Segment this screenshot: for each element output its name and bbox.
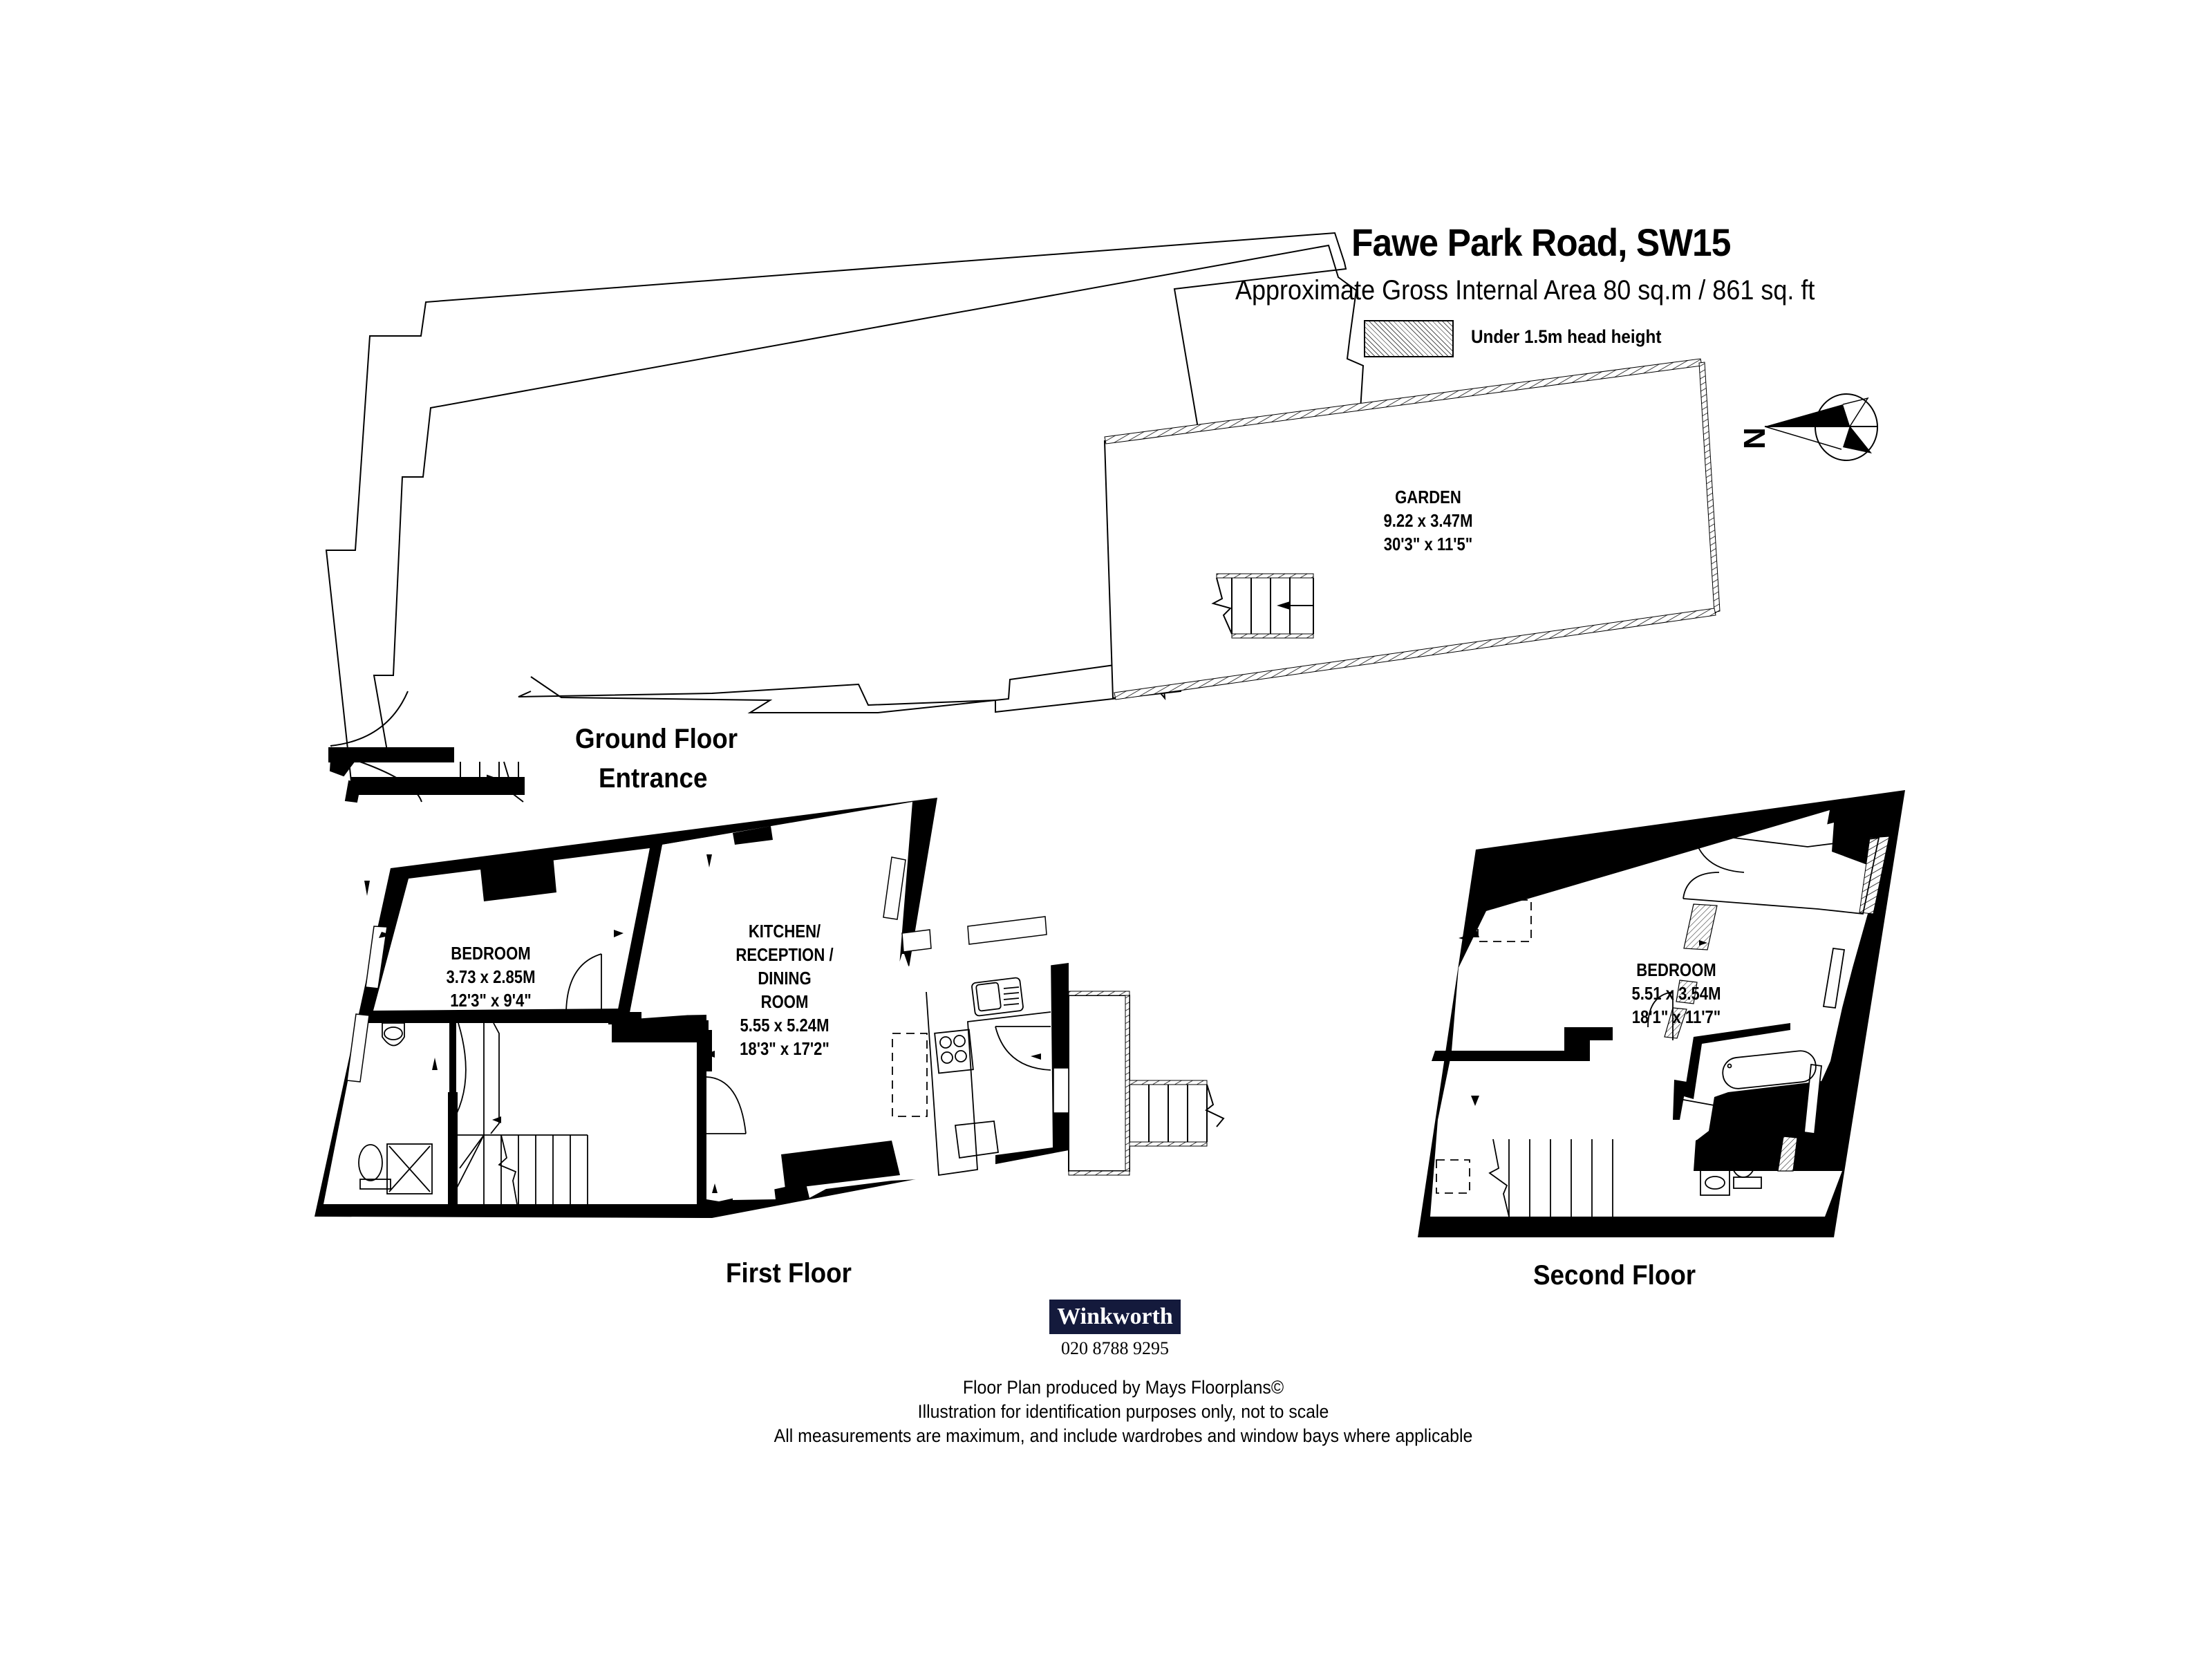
- second-floor-plan: [1418, 790, 1905, 1237]
- legend-label: Under 1.5m head height: [1471, 326, 1662, 347]
- room-name-line: DINING: [758, 968, 812, 988]
- agent-phone: 020 8788 9295: [1061, 1338, 1169, 1358]
- room-name: BEDROOM: [451, 943, 531, 964]
- room-metric: 3.73 x 2.85M: [446, 966, 536, 987]
- footer-disclaimer-scale: Illustration for identification purposes…: [917, 1401, 1329, 1422]
- room-label-second-bedroom: BEDROOM 5.51 x 3.54M 18'1" x 11'7": [1618, 958, 1735, 1029]
- room-imperial: 18'3" x 17'2": [740, 1038, 830, 1059]
- ground-floor-plan: [325, 232, 1365, 803]
- floor-label-first: First Floor: [726, 1258, 852, 1288]
- svg-text:N: N: [1738, 427, 1772, 449]
- room-label-kitchen-reception-dining: KITCHEN/ RECEPTION / DINING ROOM 5.55 x …: [726, 919, 843, 1060]
- room-metric: 9.22 x 3.47M: [1383, 510, 1473, 531]
- floor-label-ground: Ground Floor: [575, 724, 738, 754]
- room-metric: 5.55 x 5.24M: [740, 1015, 830, 1035]
- room-name: GARDEN: [1395, 487, 1461, 507]
- room-name: BEDROOM: [1636, 959, 1716, 980]
- garden-plan: [1103, 358, 1721, 700]
- gross-internal-area: Approximate Gross Internal Area 80 sq.m …: [1235, 275, 1815, 306]
- room-name-line: KITCHEN/: [748, 921, 821, 941]
- room-metric: 5.51 x 3.54M: [1631, 983, 1721, 1004]
- footer-disclaimer-measurements: All measurements are maximum, and includ…: [774, 1425, 1473, 1446]
- room-imperial: 12'3" x 9'4": [450, 990, 532, 1011]
- property-title: Fawe Park Road, SW15: [1351, 221, 1731, 264]
- room-name-line: RECEPTION /: [735, 944, 834, 965]
- room-label-garden: GARDEN 9.22 x 3.47M 30'3" x 11'5": [1369, 485, 1487, 556]
- legend-hatch-swatch: [1364, 320, 1454, 357]
- room-imperial: 30'3" x 11'5": [1383, 534, 1473, 554]
- agent-logo: Winkworth: [1049, 1300, 1181, 1334]
- room-label-first-bedroom: BEDROOM 3.73 x 2.85M 12'3" x 9'4": [432, 941, 550, 1012]
- first-floor-plan: [315, 798, 1225, 1218]
- compass-icon: N: [1738, 393, 1878, 461]
- room-imperial: 18'1" x 11'7": [1631, 1006, 1721, 1027]
- room-name-line: ROOM: [760, 991, 809, 1012]
- floor-label-entrance: Entrance: [599, 763, 708, 794]
- footer-producer: Floor Plan produced by Mays Floorplans©: [962, 1377, 1284, 1398]
- floor-label-second: Second Floor: [1533, 1260, 1696, 1291]
